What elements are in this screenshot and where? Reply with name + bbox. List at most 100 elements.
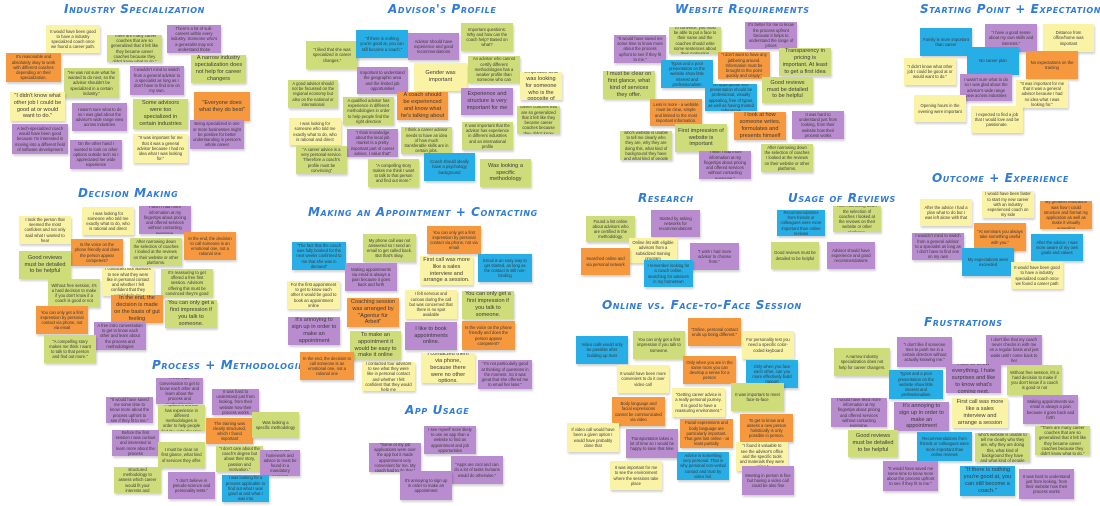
sticky-note[interactable]: "He was not sure what he wanted to do ne… bbox=[64, 68, 119, 98]
sticky-note[interactable]: I wouldn't mind to switch from a general… bbox=[912, 233, 964, 260]
sticky-note[interactable]: You can only get a first impression by p… bbox=[36, 306, 88, 334]
sticky-note[interactable]: No career plan bbox=[967, 47, 1019, 75]
sticky-note[interactable]: It's annoying to sign up in order to mak… bbox=[400, 471, 452, 500]
sticky-note[interactable]: I see myself more likely to use an app t… bbox=[424, 426, 476, 454]
sticky-note[interactable]: First call was more like a sales intervi… bbox=[420, 256, 473, 285]
sticky-note[interactable]: After the advice, I was more aware of my… bbox=[1031, 234, 1083, 261]
sticky-note[interactable]: Opening hours in the evening were import… bbox=[914, 95, 966, 122]
sticky-note[interactable]: Good reviews must be detailed to be help… bbox=[848, 430, 898, 457]
sticky-note[interactable]: For personality test you need a specific… bbox=[742, 331, 794, 359]
sticky-note[interactable]: It's better for me to know the process u… bbox=[745, 22, 797, 49]
sticky-note[interactable]: "There are many career coaches that are … bbox=[1035, 426, 1090, 455]
sticky-note[interactable]: Good reviews must be detailed to be help… bbox=[19, 251, 71, 279]
sticky-note[interactable]: It's annoying to sign up in order to mak… bbox=[288, 317, 340, 345]
sticky-note[interactable]: Important to understand the geographic a… bbox=[357, 67, 408, 94]
sticky-note[interactable]: "A compelling story makes me think I wan… bbox=[44, 335, 96, 363]
sticky-note[interactable]: An advisor who cannot certify different … bbox=[468, 56, 520, 83]
sticky-note[interactable]: In the end, the decision to call someone… bbox=[184, 232, 236, 260]
sticky-note[interactable]: "The fact that the coach was fully booke… bbox=[292, 242, 346, 270]
sticky-note[interactable]: It was important to meet face-to-face bbox=[731, 383, 784, 411]
sticky-note[interactable]: Transportation takes a lot of time so I … bbox=[626, 429, 678, 458]
sticky-note[interactable]: It was hard to understand just from look… bbox=[1019, 469, 1074, 499]
sticky-note[interactable]: "I think knowledge about the local job m… bbox=[347, 129, 398, 157]
sticky-note[interactable]: You can only get a first impression by p… bbox=[427, 226, 481, 254]
sticky-note[interactable]: Recommendations from friends or colleagu… bbox=[777, 210, 825, 236]
sticky-note[interactable]: Making appointments via email is always … bbox=[345, 263, 397, 291]
sticky-note[interactable]: Good reviews must be detailed to be help… bbox=[771, 242, 819, 269]
sticky-note[interactable]: "Online, personal contact ends up being … bbox=[688, 318, 741, 346]
sticky-note[interactable]: A good advisor should not be focussed on… bbox=[288, 80, 338, 108]
sticky-note[interactable]: The training was clearly structured, whi… bbox=[206, 418, 253, 444]
sticky-note[interactable]: You can only get a first impression if y… bbox=[633, 331, 685, 359]
sticky-note[interactable]: I felt nervous and curious during the ca… bbox=[405, 290, 457, 319]
sticky-note[interactable]: I must be clear on first glance, what ki… bbox=[158, 442, 205, 468]
sticky-note[interactable]: After the advice I had a plan what to do… bbox=[920, 199, 972, 226]
sticky-note[interactable]: It would have been good to have a indust… bbox=[1011, 262, 1063, 289]
sticky-note[interactable]: A narrow industry specialization does no… bbox=[834, 348, 890, 376]
sticky-note[interactable]: "It was important for me that it was a g… bbox=[1016, 80, 1068, 108]
sticky-note[interactable]: "There are many career coaches that are … bbox=[517, 106, 560, 134]
sticky-note[interactable]: My greatest realization was how I could … bbox=[1040, 201, 1092, 229]
sticky-note[interactable]: To convince, you must be able to put a f… bbox=[669, 27, 721, 54]
sticky-note[interactable]: I would have been faster to start my new… bbox=[982, 191, 1034, 218]
sticky-note[interactable]: A qualified advisor has experience in di… bbox=[158, 405, 205, 431]
sticky-note[interactable]: I like to book appointments online. bbox=[405, 322, 457, 350]
sticky-note[interactable]: "At seminars you always take something u… bbox=[974, 223, 1026, 251]
sticky-note[interactable]: "It would have saved me some time to kno… bbox=[614, 35, 666, 63]
sticky-note[interactable]: Without free session, it's a hard decisi… bbox=[48, 279, 100, 307]
sticky-note[interactable]: "If there is nothing you're good at, you… bbox=[960, 466, 1015, 496]
sticky-note[interactable]: It was hard to understand just from look… bbox=[792, 111, 844, 139]
sticky-note[interactable]: Without free session, it's a hard decisi… bbox=[1007, 365, 1062, 395]
sticky-note[interactable]: After narrowing down the selection of co… bbox=[833, 206, 881, 232]
sticky-note[interactable]: Family is more important than career bbox=[920, 28, 972, 56]
sticky-note[interactable]: To get to know and assess a new person h… bbox=[740, 414, 793, 442]
sticky-note[interactable]: Only when you are in the same room you c… bbox=[683, 356, 736, 384]
sticky-note[interactable]: A coach should be experienced and know w… bbox=[397, 92, 448, 120]
sticky-note[interactable]: Meeting in person is fine but having a v… bbox=[742, 466, 794, 495]
sticky-note[interactable]: Searched online and via personal network bbox=[581, 248, 630, 275]
sticky-note[interactable]: "I wish I had more advisor to choose fro… bbox=[690, 243, 739, 270]
sticky-note[interactable]: A narrow industry specialization does no… bbox=[191, 55, 246, 83]
sticky-note[interactable]: Good reviews must be detailed to be help… bbox=[762, 77, 813, 103]
sticky-note[interactable]: I wish I had more information at my fing… bbox=[139, 206, 191, 234]
sticky-note[interactable]: Coach should ideally have a psychology b… bbox=[424, 153, 475, 181]
sticky-note[interactable]: A free intro conversation to get to know… bbox=[156, 378, 203, 404]
sticky-note[interactable]: "I didn't know what other job I could be… bbox=[10, 92, 65, 121]
sticky-note[interactable]: For the first appointment to get to know… bbox=[287, 281, 340, 309]
sticky-note[interactable]: "It would have saved me some time to kno… bbox=[883, 461, 938, 491]
sticky-note[interactable]: "I don't want to have any jabbering arou… bbox=[718, 52, 770, 79]
sticky-note[interactable]: Making appointments via email is always … bbox=[1023, 395, 1078, 424]
sticky-note[interactable]: A tech-specialized coach would have been… bbox=[12, 124, 68, 154]
sticky-note[interactable]: Advisor should have experience and good … bbox=[408, 33, 459, 60]
sticky-note[interactable]: Important questions: Why and how can the… bbox=[461, 23, 513, 51]
sticky-note[interactable]: Typos and a poor presentation on the web… bbox=[889, 370, 943, 399]
sticky-note[interactable]: In the end, the decision is made on the … bbox=[111, 295, 163, 323]
sticky-note[interactable]: I look at how someone writes, formulates… bbox=[734, 112, 786, 140]
sticky-note[interactable]: "I wish I had more information at my fin… bbox=[699, 151, 751, 179]
sticky-note[interactable]: I must be clear on first glance, what ki… bbox=[603, 71, 655, 99]
sticky-note[interactable]: It would have been more convenient to do… bbox=[617, 365, 669, 393]
sticky-note[interactable]: First impression of website is important bbox=[675, 124, 727, 152]
sticky-note[interactable]: You can only get a first impression if y… bbox=[462, 291, 514, 319]
sticky-note[interactable]: "It was important for me that it was a g… bbox=[133, 134, 188, 163]
sticky-note[interactable]: You can only get a first impression if y… bbox=[165, 300, 217, 328]
sticky-note[interactable]: Was looking a specific methodology bbox=[252, 412, 299, 438]
sticky-note[interactable]: I was looking for a process applicable t… bbox=[222, 475, 269, 502]
sticky-note[interactable]: I think a career advisor needs to have a… bbox=[401, 127, 452, 154]
sticky-note[interactable]: There's a lot of sub-careers within ever… bbox=[167, 25, 221, 53]
sticky-note[interactable]: Before the first session I was curious a… bbox=[112, 430, 159, 456]
sticky-note[interactable]: I like to know everything. I hate surpri… bbox=[946, 364, 1001, 393]
sticky-note[interactable]: I wouldn't mind to switch from a general… bbox=[130, 66, 184, 95]
sticky-note[interactable]: To make an appointment it would be easy … bbox=[350, 331, 401, 360]
sticky-note[interactable]: Is the voice on the phone friendly and d… bbox=[462, 321, 515, 350]
sticky-note[interactable]: A free intro conversation to get to know… bbox=[94, 322, 146, 350]
sticky-note[interactable]: "It would have saved me some time to kno… bbox=[106, 397, 153, 423]
sticky-note[interactable]: Body language and facial expressions can… bbox=[612, 397, 665, 426]
sticky-note[interactable]: Video calls would only be possible after… bbox=[576, 336, 628, 364]
sticky-note[interactable]: I contacted them via phone, because ther… bbox=[421, 353, 475, 383]
sticky-note[interactable]: "I don't care about the coach's degree b… bbox=[216, 446, 263, 472]
sticky-note[interactable]: Some advisors were too specialized in ce… bbox=[133, 99, 188, 129]
sticky-note[interactable]: It was hard to understand just from look… bbox=[212, 389, 259, 415]
sticky-note[interactable]: I don't like that my coach never checks … bbox=[986, 335, 1042, 365]
sticky-note[interactable]: A qualified advisor has experience in di… bbox=[343, 97, 394, 125]
